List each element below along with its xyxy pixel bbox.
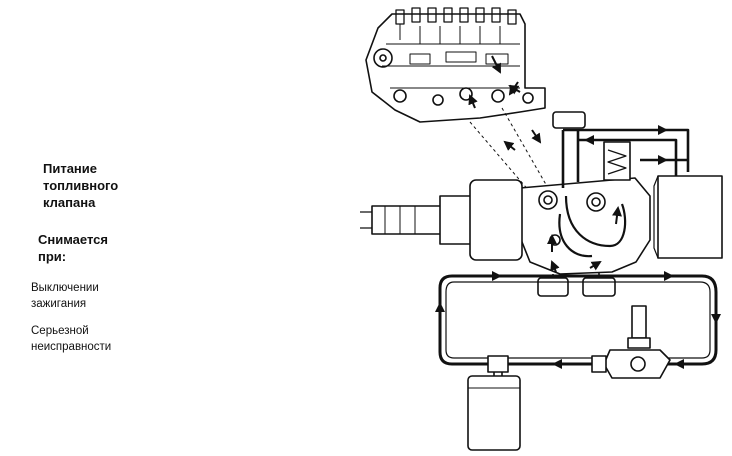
pump-outlets: [395, 7, 517, 25]
heading-line-2: топливного: [43, 178, 119, 193]
internal-flow-paths: [558, 195, 627, 258]
injection-pump: [365, 7, 546, 123]
item-ignition-line-1: Выключении: [31, 282, 99, 294]
pressure-spring: [603, 141, 631, 181]
low-pressure-circuit-inner: [445, 281, 711, 359]
heading-line-3: клапана: [43, 195, 96, 210]
low-pressure-circuit: [438, 274, 718, 366]
item-fault-line-2: неисправности: [31, 341, 112, 353]
flow-arrows: [435, 55, 721, 369]
subheading-line-1: Снимается: [38, 232, 108, 247]
heading-line-1: Питание: [43, 161, 98, 176]
electric-pump: [591, 305, 671, 379]
item-fault-line-1: Серьезной: [31, 325, 89, 337]
valve-body: [517, 177, 651, 275]
subheading-line-2: при:: [38, 249, 67, 264]
fuel-return-lines: [561, 128, 690, 188]
fuel-filter-canister: [467, 375, 521, 451]
drive-shaft: [360, 179, 523, 261]
filter-housing-right: [653, 175, 723, 259]
item-ignition-line-2: зажигания: [31, 298, 87, 310]
banjo-fitting: [552, 111, 586, 129]
